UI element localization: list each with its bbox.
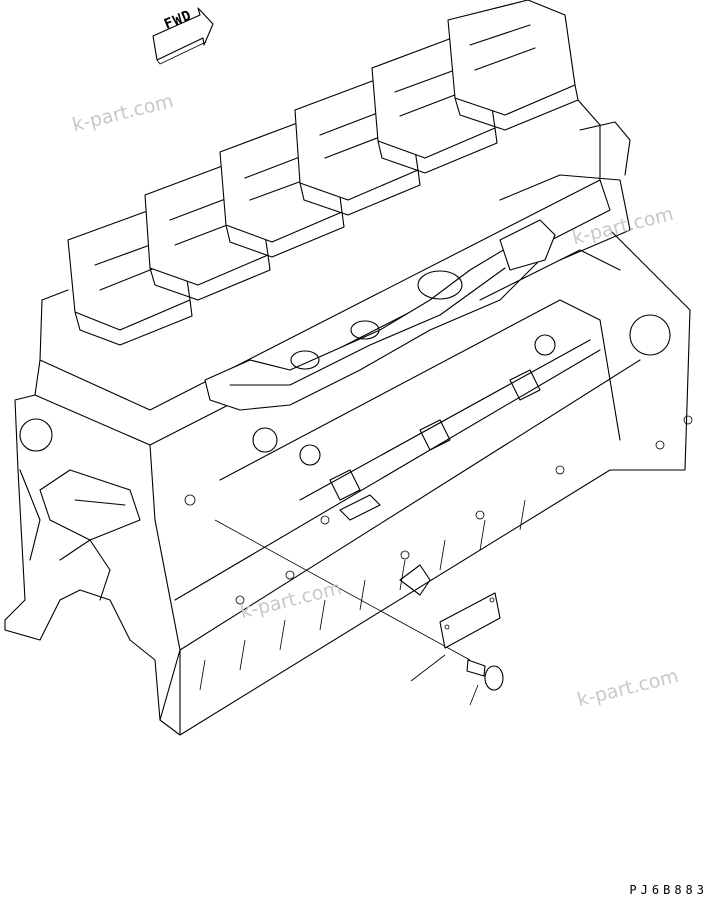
cylinder-block — [4, 121, 693, 736]
forward-arrow-icon — [152, 7, 214, 65]
exhaust-manifold — [204, 219, 556, 411]
valve-covers — [67, 0, 579, 346]
leader-lines — [214, 519, 479, 706]
drawing-code: PJ6B883 — [629, 883, 708, 897]
name-plate — [439, 592, 501, 649]
rivet-part — [466, 659, 504, 691]
